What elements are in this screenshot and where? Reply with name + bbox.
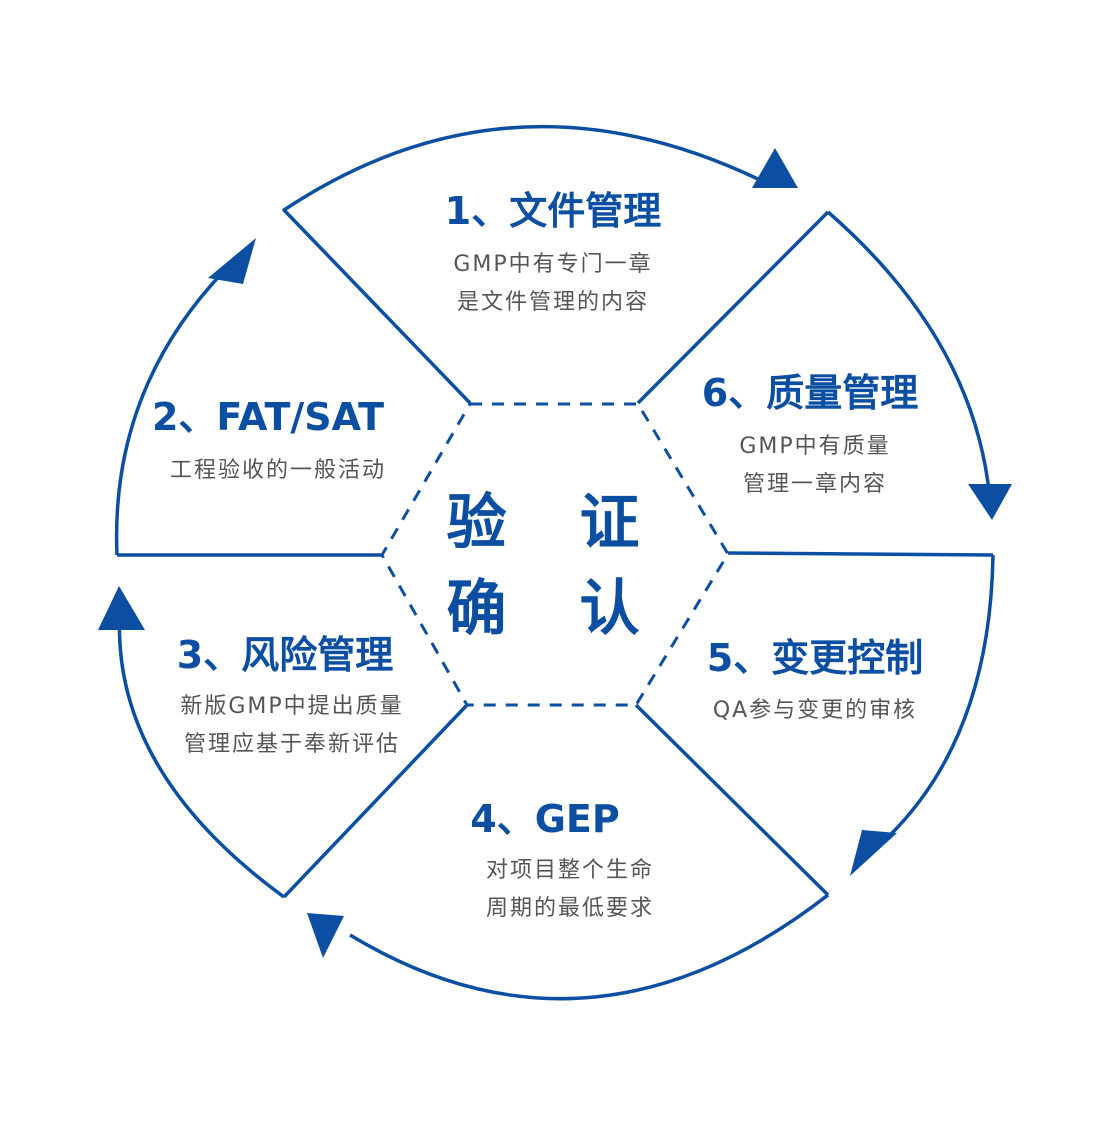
segment-title-risk-management: 3、风险管理 (176, 633, 394, 677)
segment-left-lower-outline (117, 553, 382, 899)
segment-title-gep: 4、GEP (470, 797, 620, 841)
center-label-line1: 验 证 (446, 488, 666, 558)
center-label-line2: 确 认 (446, 574, 666, 644)
center-hexagon (380, 402, 730, 707)
segment-right-lower-outline (634, 554, 995, 897)
segment-desc-line: 管理应基于奉新评估 (183, 732, 401, 757)
segment-desc-line: 周期的最低要求 (485, 896, 655, 921)
segment-top-outline (282, 124, 830, 405)
segment-desc-line: 是文件管理的内容 (456, 290, 650, 315)
segment-desc-line: 管理一章内容 (742, 472, 888, 497)
arrow-left-middle (98, 586, 145, 630)
segment-title-change-control: 5、变更控制 (706, 636, 924, 680)
segment-desc-line: 新版GMP中提出质量 (180, 694, 404, 719)
segment-desc-line: GMP中有质量 (739, 434, 891, 459)
segment-desc-line: GMP中有专门一章 (453, 252, 653, 277)
arrow-bottom (307, 913, 344, 958)
segment-title-fat-sat: 2、FAT/SAT (151, 395, 385, 439)
segment-desc-line: 工程验收的一般活动 (169, 458, 387, 483)
segment-desc-line: 对项目整个生命 (485, 858, 655, 883)
segment-title-quality-management: 6、质量管理 (701, 371, 919, 415)
arrow-right-middle (968, 484, 1012, 520)
arrow-right-top (752, 148, 798, 188)
segment-left-upper-outline (114, 268, 227, 556)
segment-bottom-outline (282, 703, 830, 1001)
arrow-right-bottom (850, 830, 897, 876)
segment-title-document-management: 1、文件管理 (444, 189, 662, 233)
segment-right-upper-outline (727, 210, 994, 557)
arrow-left-top (208, 238, 256, 284)
segment-desc-line: QA参与变更的审核 (712, 698, 918, 723)
